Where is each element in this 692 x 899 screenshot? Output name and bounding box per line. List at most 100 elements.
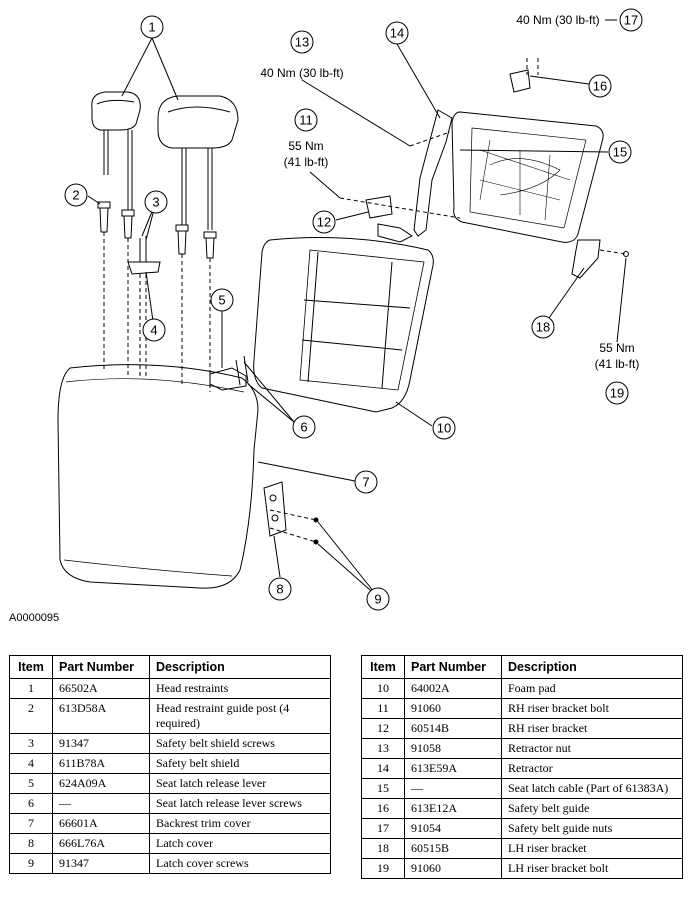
foam-pad [253,237,434,413]
assembly-lines [103,58,627,543]
cell-part-number: 91060 [404,858,502,879]
figure-id: A0000095 [9,612,60,624]
cell-part-number: 66502A [52,678,150,699]
callout-6: 6 [292,415,316,439]
cell-item: 1 [9,678,53,699]
cell-description: Latch cover [149,833,331,854]
svg-text:13: 13 [295,35,309,50]
column-header-part-number: Part Number [52,655,150,679]
cell-part-number: 91347 [52,733,150,754]
callout-10: 10 [432,416,456,440]
cell-item: 16 [361,798,405,819]
callout-14: 14 [385,21,409,45]
callout-12: 12 [312,210,336,234]
cell-description: Seat latch release lever screws [149,793,331,814]
torque-13: 40 Nm (30 lb-ft) [260,66,343,80]
cell-description: Retractor nut [501,738,683,759]
cell-description: RH riser bracket [501,718,683,739]
lh-riser-bracket [571,239,601,279]
column-header-item: Item [9,655,53,679]
torque-11-nm: 55 Nm [288,139,323,153]
svg-text:6: 6 [300,420,307,435]
safety-belt-shield [127,236,161,275]
svg-text:19: 19 [610,386,624,401]
callout-16: 16 [588,74,612,98]
callout-1: 1 [140,15,164,39]
svg-text:1: 1 [148,20,155,35]
column-header-description: Description [501,655,683,679]
cell-description: LH riser bracket [501,838,683,859]
cell-item: 15 [361,778,405,799]
backrest-trim-cover [57,364,259,589]
cell-description: Seat latch release lever [149,773,331,794]
torque-19-nm: 55 Nm [599,341,634,355]
cell-part-number: 91347 [52,853,150,874]
callout-18: 18 [531,315,555,339]
rh-riser-bracket [365,195,393,219]
cell-item: 14 [361,758,405,779]
table-header-row: Item Part Number Description [361,655,683,679]
exploded-seat-diagram: 1 2 3 4 5 6 7 8 9 10 11 12 13 14 15 16 1… [57,8,643,611]
svg-text:11: 11 [299,113,313,128]
svg-text:12: 12 [317,215,331,230]
retractor [413,109,453,237]
callout-5: 5 [210,288,234,312]
cell-description: Safety belt guide [501,798,683,819]
svg-text:10: 10 [437,421,451,436]
cell-item: 5 [9,773,53,794]
torque-11-lbft: (41 lb-ft) [284,155,329,169]
cell-description: Retractor [501,758,683,779]
cell-part-number: 60515B [404,838,502,859]
cell-part-number: 613D58A [52,698,150,734]
cell-description: Safety belt shield [149,753,331,774]
callout-2: 2 [64,183,88,207]
cell-item: 3 [9,733,53,754]
cell-item: 11 [361,698,405,719]
cell-item: 12 [361,718,405,739]
svg-text:2: 2 [72,188,79,203]
cell-description: Safety belt guide nuts [501,818,683,839]
callout-13: 13 [290,30,314,54]
cell-part-number: 613E12A [404,798,502,819]
svg-text:16: 16 [593,79,607,94]
cell-description: Foam pad [501,678,683,699]
svg-text:17: 17 [624,13,638,28]
cell-part-number: 91060 [404,698,502,719]
callout-7: 7 [354,470,378,494]
cell-description: Safety belt shield screws [149,733,331,754]
svg-text:14: 14 [390,26,404,41]
cell-description: Head restraints [149,678,331,699]
callout-3: 3 [144,190,168,214]
table-header-row: Item Part Number Description [9,655,331,679]
cell-part-number: 613E59A [404,758,502,779]
column-header-item: Item [361,655,405,679]
cell-description: Latch cover screws [149,853,331,874]
callout-markers: 1 2 3 4 5 6 7 8 9 10 11 12 13 14 15 16 1… [64,8,643,611]
cell-part-number: 91058 [404,738,502,759]
leader-lines [87,19,627,598]
cell-description: Head restraint guide post (4 required) [149,698,331,734]
torque-19-lbft: (41 lb-ft) [595,357,640,371]
cell-part-number: 91054 [404,818,502,839]
cell-item: 13 [361,738,405,759]
callout-15: 15 [608,140,632,164]
cell-description: Seat latch cable (Part of 61383A) [501,778,683,799]
cell-item: 4 [9,753,53,774]
svg-text:4: 4 [150,323,157,338]
cell-part-number: 624A09A [52,773,150,794]
cell-description: RH riser bracket bolt [501,698,683,719]
svg-text:3: 3 [152,195,159,210]
